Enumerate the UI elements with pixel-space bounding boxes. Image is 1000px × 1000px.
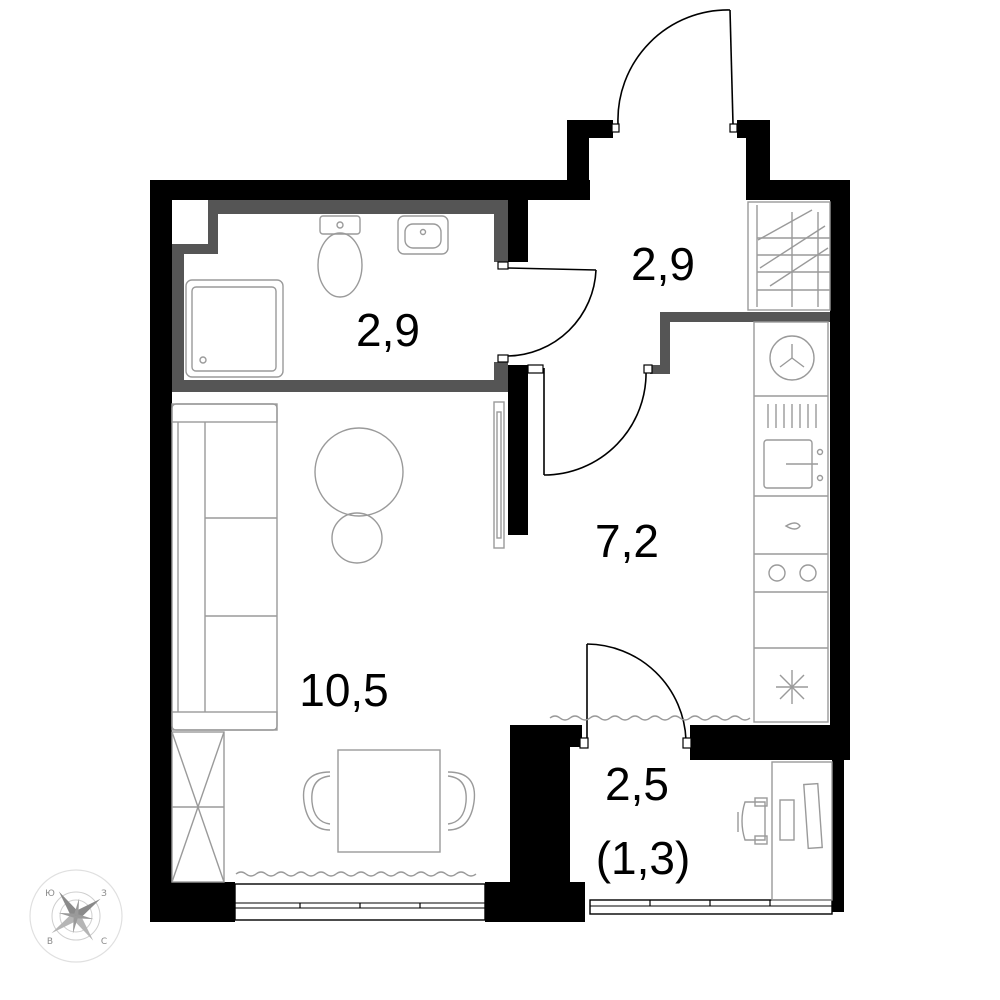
balcony-furniture (737, 761, 833, 901)
wall-left (150, 180, 172, 922)
sofa (171, 403, 278, 731)
chair-right (447, 771, 476, 831)
entrance-door[interactable] (611, 9, 738, 133)
kitchen-units (753, 321, 829, 723)
sink (397, 215, 449, 255)
windows (234, 883, 833, 921)
shaft (172, 200, 208, 248)
compass-west: З (101, 889, 107, 899)
bathroom-door-leaf (507, 267, 597, 271)
dining-table (337, 749, 441, 853)
kitchen-door-swing (543, 369, 647, 476)
wall-bottom-left (150, 882, 235, 922)
wall-top (150, 180, 590, 200)
balcony-door-swing (586, 643, 687, 741)
kitchen-fan (769, 335, 815, 381)
wall-right (830, 180, 850, 760)
pouf (331, 512, 383, 564)
exterior-walls (150, 120, 850, 922)
bathroom-fixtures (185, 215, 449, 378)
kitchen-door[interactable] (527, 364, 653, 476)
wall-top-right (746, 180, 850, 200)
kitchen-door-jamb-left (527, 364, 544, 374)
window-balcony (589, 899, 833, 915)
bathroom-area: 2,9 (356, 304, 420, 356)
hallway-area: 2,9 (631, 238, 695, 290)
window-living (234, 883, 486, 921)
desk (771, 761, 833, 901)
entrance-door-hinge-left (611, 123, 620, 133)
bathroom-door[interactable] (497, 261, 597, 363)
compass-east: В (47, 937, 53, 947)
shaft-wall-right (208, 200, 218, 254)
living-area: 10,5 (299, 664, 389, 716)
kitchen-area: 7,2 (595, 515, 659, 567)
hall-wall-horizontal (660, 312, 830, 322)
wall-balcony-pillar (510, 725, 570, 922)
entrance-door-swing (617, 9, 731, 125)
wall-balcony-post (570, 725, 582, 747)
entrance-door-hinge-right (729, 123, 738, 133)
shower-tray (185, 279, 284, 378)
wall-living-partition (508, 365, 528, 535)
kitchen-door-jamb-right (643, 364, 653, 374)
monitor (803, 782, 823, 850)
office-chair (741, 801, 766, 841)
hall-wall-vertical (660, 312, 670, 374)
bath-wall-right-top (494, 200, 508, 262)
interior-walls (172, 200, 830, 392)
wall-entry-left (567, 120, 589, 200)
wall-balcony-right (832, 760, 844, 912)
curtains (235, 715, 751, 877)
balcony-reduced-area: (1,3) (596, 832, 691, 884)
chair-left (302, 771, 331, 831)
wardrobe (747, 201, 831, 311)
balcony-door-jamb-left (579, 737, 589, 749)
stove-burner-right (799, 564, 817, 582)
entrance-door-leaf (729, 9, 734, 125)
bathroom-door-jamb-bottom (497, 354, 509, 363)
toilet-bowl (317, 232, 363, 298)
toilet-tank (319, 215, 361, 235)
tv (493, 401, 505, 549)
balcony-door-jamb-right (682, 737, 692, 749)
compass-rose-icon (51, 891, 101, 941)
balcony-area: 2,5 (605, 758, 669, 810)
shaft-wall-bottom (172, 244, 218, 254)
hall-wall-step (650, 365, 670, 374)
bath-wall-top (172, 200, 508, 214)
balcony-door[interactable] (579, 643, 692, 749)
bath-wall-right-bottom (494, 362, 508, 392)
compass-south: Ю (45, 889, 55, 899)
bathroom-door-jamb-top (497, 261, 509, 270)
wall-kitchen-bottom (690, 725, 850, 760)
wall-bath-partition-stub (508, 200, 528, 262)
compass: Ю З В С (29, 869, 123, 963)
stove-burner-left (768, 564, 786, 582)
bathroom-door-swing (507, 269, 597, 357)
bath-wall-bottom (172, 380, 508, 392)
living-furniture (171, 401, 505, 883)
compass-north: С (101, 937, 107, 947)
round-table (314, 427, 404, 517)
